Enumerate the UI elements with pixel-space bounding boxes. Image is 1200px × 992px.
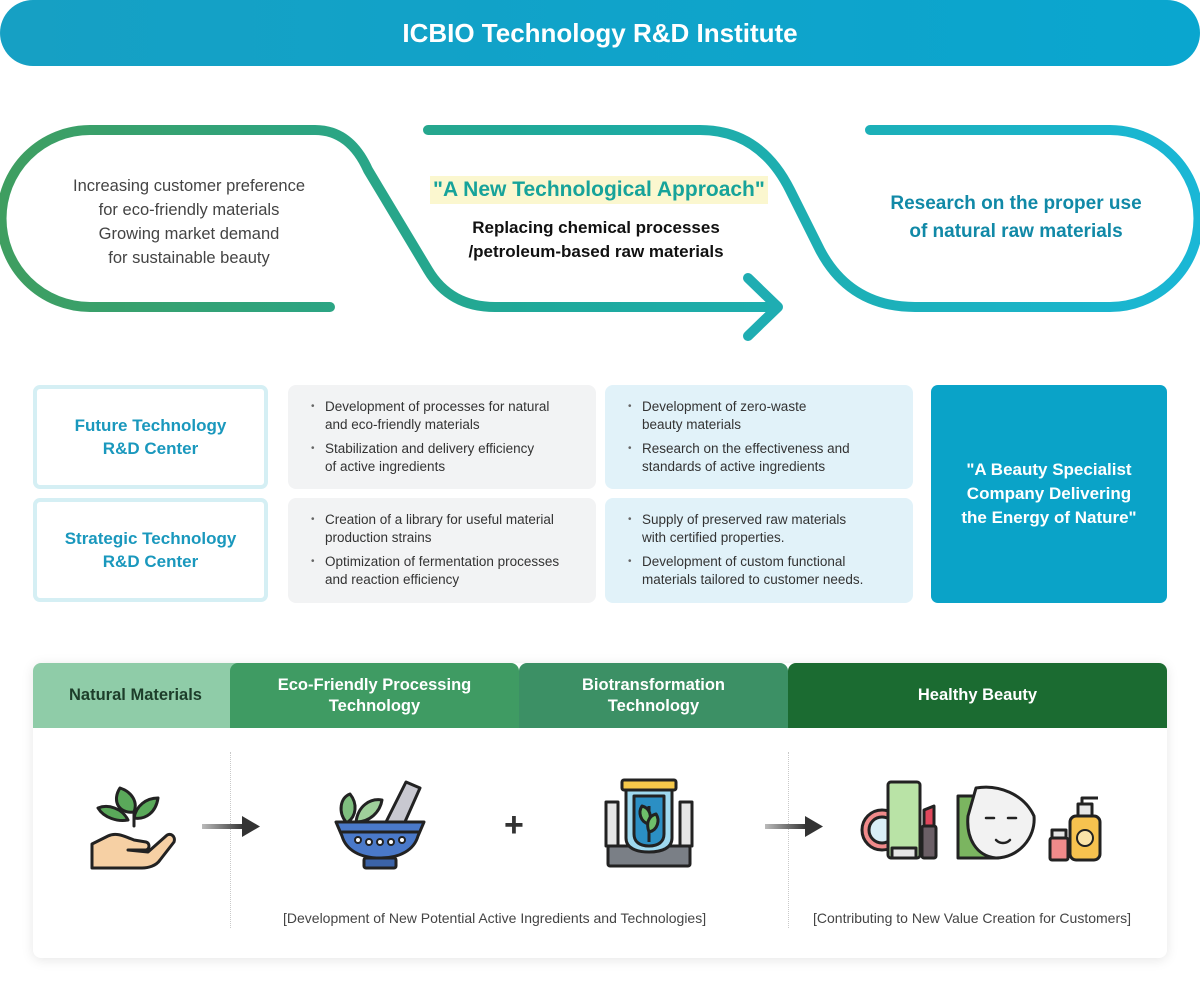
- trend-line: Increasing customer preference: [72, 177, 306, 195]
- future-center-tasks-2: Development of zero-waste beauty materia…: [605, 385, 913, 489]
- item-line: Development of processes for natural: [325, 399, 550, 414]
- divider: [230, 752, 231, 928]
- list-item: Development of custom functional materia…: [624, 553, 901, 589]
- future-technology-center: Future Technology R&D Center: [33, 385, 268, 489]
- item-line: Optimization of fermentation processes: [325, 554, 560, 569]
- tab-label: Healthy Beauty: [917, 686, 1038, 704]
- list-item: Development of processes for natural and…: [307, 398, 584, 434]
- vision-line: "A Beauty Specialist: [966, 460, 1132, 479]
- item-line: production strains: [325, 530, 432, 545]
- research-goal-text: Research on the proper use of natural ra…: [880, 190, 1152, 246]
- item-line: and eco-friendly materials: [325, 417, 480, 432]
- item-line: Creation of a library for useful materia…: [325, 512, 554, 527]
- bioreactor-icon: [604, 778, 694, 868]
- company-vision-box: "A Beauty Specialist Company Delivering …: [931, 385, 1167, 603]
- item-line: Research on the effectiveness and: [642, 441, 850, 456]
- plus-sign: +: [504, 806, 524, 844]
- vision-line: Company Delivering: [966, 484, 1132, 503]
- tab-biotransformation: Biotransformation Technology: [519, 663, 788, 728]
- strategic-technology-center: Strategic Technology R&D Center: [33, 498, 268, 602]
- center-name-line: R&D Center: [102, 552, 199, 571]
- future-center-tasks-1: Development of processes for natural and…: [288, 385, 596, 489]
- tab-label: Natural Materials: [69, 686, 202, 704]
- item-line: and reaction efficiency: [325, 572, 460, 587]
- item-line: Development of zero-waste: [642, 399, 807, 414]
- vision-line: the Energy of Nature": [961, 508, 1137, 527]
- mortar-pestle-herbs-icon: [334, 780, 426, 870]
- list-item: Development of zero-waste beauty materia…: [624, 398, 901, 434]
- trend-line: for sustainable beauty: [108, 249, 270, 267]
- list-item: Supply of preserved raw materials with c…: [624, 511, 901, 547]
- tab-label: Biotransformation: [581, 675, 725, 694]
- item-line: standards of active ingredients: [642, 459, 826, 474]
- item-line: of active ingredients: [325, 459, 446, 474]
- strategic-center-tasks-2: Supply of preserved raw materials with c…: [605, 498, 913, 603]
- strategic-center-tasks-1: Creation of a library for useful materia…: [288, 498, 596, 603]
- approach-subtitle: Replacing chemical processes /petroleum-…: [440, 216, 752, 264]
- approach-title: "A New Technological Approach": [430, 176, 768, 204]
- center-name-line: Future Technology: [74, 416, 227, 435]
- trend-line: Growing market demand: [98, 225, 280, 243]
- list-item: Research on the effectiveness and standa…: [624, 440, 901, 476]
- tab-label: Technology: [607, 696, 700, 715]
- hand-holding-sprout-icon: [90, 786, 176, 870]
- approach-line: Replacing chemical processes: [472, 218, 720, 237]
- list-item: Creation of a library for useful materia…: [307, 511, 584, 547]
- flow-arrowhead: [743, 273, 783, 341]
- tab-natural-materials: Natural Materials: [33, 663, 238, 728]
- development-caption: [Development of New Potential Active Ing…: [283, 910, 707, 926]
- tab-eco-friendly-processing: Eco-Friendly Processing Technology: [230, 663, 519, 728]
- arrow-right-icon: [765, 816, 823, 837]
- divider: [788, 752, 789, 928]
- item-line: materials tailored to customer needs.: [642, 572, 864, 587]
- tab-healthy-beauty: Healthy Beauty: [788, 663, 1167, 728]
- tab-label: Eco-Friendly Processing: [277, 675, 472, 694]
- center-name-line: R&D Center: [102, 439, 199, 458]
- arrow-right-icon: [202, 816, 260, 837]
- value-creation-caption: [Contributing to New Value Creation for …: [813, 910, 1131, 926]
- trend-line: for eco-friendly materials: [98, 201, 280, 219]
- goal-line: of natural raw materials: [909, 221, 1123, 242]
- list-item: Stabilization and delivery efficiency of…: [307, 440, 584, 476]
- flow-path: [0, 125, 1200, 341]
- item-line: beauty materials: [642, 417, 742, 432]
- item-line: with certified properties.: [642, 530, 785, 545]
- item-line: Development of custom functional: [642, 554, 846, 569]
- approach-line: /petroleum-based raw materials: [468, 242, 724, 261]
- tab-label: Technology: [328, 696, 421, 715]
- goal-line: Research on the proper use: [890, 193, 1142, 214]
- page-title: ICBIO Technology R&D Institute: [402, 17, 798, 48]
- cosmetics-products-icon: [860, 780, 1102, 862]
- item-line: Stabilization and delivery efficiency: [325, 441, 535, 456]
- list-item: Optimization of fermentation processes a…: [307, 553, 584, 589]
- center-name-line: Strategic Technology: [64, 529, 237, 548]
- item-line: Supply of preserved raw materials: [642, 512, 847, 527]
- page-title-banner: ICBIO Technology R&D Institute: [0, 0, 1200, 66]
- market-trends-text: Increasing customer preference for eco-f…: [30, 174, 348, 270]
